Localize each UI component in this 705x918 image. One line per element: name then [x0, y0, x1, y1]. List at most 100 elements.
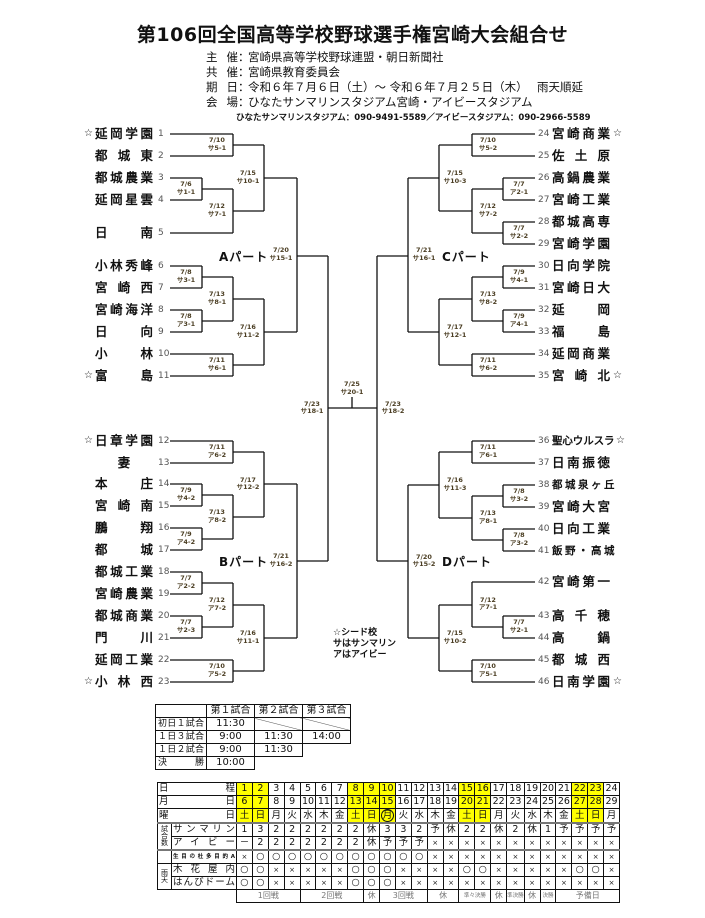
venue-cell: ×: [490, 849, 508, 864]
circled-weekday: 月: [380, 809, 394, 822]
weekday-cell: 月: [267, 808, 285, 824]
info-colon: ：: [238, 95, 250, 109]
games-cell: 2: [331, 836, 349, 851]
empty-cell: [303, 757, 351, 770]
weekday-cell: 火: [394, 808, 412, 824]
match-code: サ2-2: [509, 231, 529, 240]
team-number: 43: [538, 611, 550, 621]
team-number: 46: [538, 677, 550, 687]
team-number: 32: [538, 305, 550, 315]
games-cell: 2: [315, 822, 333, 837]
info-colon: ：: [238, 65, 250, 79]
team-name: 日南: [95, 225, 153, 240]
games-cell: 3: [251, 822, 269, 837]
match-code: サ16-1: [412, 253, 436, 262]
team-number: 12: [158, 436, 170, 446]
seed-star-icon: ☆: [613, 676, 622, 687]
venue-cell: ×: [490, 876, 508, 890]
team-name: 宮崎日大: [552, 280, 610, 295]
schedule-row: はんびドーム○○×××××○○○××××××××××××××: [158, 876, 620, 890]
team-name: 宮崎西: [95, 280, 153, 295]
time-cell: 9:00: [206, 743, 255, 757]
empty-cell: [254, 717, 303, 731]
date-cell: 15: [379, 795, 396, 809]
team-name: 都城高専: [552, 214, 610, 229]
date-cell: 27: [571, 795, 589, 809]
match-code: ア6-1: [478, 450, 498, 459]
games-cell: ×: [506, 836, 525, 851]
day-cell: 3: [267, 782, 285, 796]
team-number: 42: [538, 577, 550, 587]
phase-cell: 2回戦: [299, 889, 365, 903]
games-cell: ×: [458, 836, 476, 851]
time-cell: 9:00: [206, 730, 255, 744]
team-number: 27: [538, 195, 550, 205]
weekday-cell: 火: [506, 808, 525, 824]
match-code: ア4-2: [176, 537, 196, 546]
match-date: 7/17: [447, 323, 463, 331]
match-code: サ11-1: [236, 636, 260, 645]
venue-cell: ×: [299, 876, 317, 890]
date-cell: 25: [539, 795, 557, 809]
team-number: 17: [158, 545, 170, 555]
info-value: ひなたサンマリンスタジアム宮崎・アイビースタジアム: [248, 95, 533, 109]
team-number: 20: [158, 611, 170, 621]
match-code: サ15-2: [412, 560, 436, 568]
team-name: 延岡商業: [552, 346, 610, 361]
team-number: 9: [158, 327, 164, 337]
venue-cell: ○: [571, 863, 589, 877]
venue-cell: ×: [490, 863, 508, 877]
row-label: 木花屋内: [171, 863, 237, 877]
weekday-cell: 木: [315, 808, 333, 824]
match-code: サ8-2: [478, 297, 498, 306]
date-cell: 26: [555, 795, 573, 809]
day-cell: 6: [315, 782, 333, 796]
part-c-label: Cパート: [442, 250, 491, 264]
info-label: 会場: [206, 95, 238, 109]
match-code: サ20-1: [340, 387, 364, 396]
match-code: ア3-1: [176, 319, 196, 328]
team-name: 小林: [95, 346, 153, 361]
games-cell: 予: [587, 822, 605, 837]
info-label: 主催: [206, 50, 238, 64]
games-cell: 3: [379, 822, 396, 837]
venue-cell: ○: [458, 863, 476, 877]
day-cell: 22: [571, 782, 589, 796]
match-code: ア8-1: [478, 516, 498, 525]
legend: ☆シード校 サはサンマリン アはアイビー: [333, 628, 396, 661]
games-cell: 1: [539, 822, 557, 837]
venue-cell: ×: [603, 849, 620, 864]
date-cell: 18: [426, 795, 444, 809]
match-code: ア8-2: [207, 515, 227, 524]
venue-cell: ×: [523, 849, 541, 864]
weekday-cell: 土: [571, 808, 589, 824]
date-cell: 12: [331, 795, 349, 809]
info-value: 宮崎県高等学校野球連盟・朝日新聞社: [248, 50, 444, 64]
team-number: 28: [538, 217, 550, 227]
time-cell: 14:00: [302, 730, 351, 744]
team-name: 佐土原: [552, 148, 610, 163]
match-code: サ5-2: [478, 143, 498, 152]
team-name: 富島: [95, 368, 153, 383]
venue-cell: ×: [394, 876, 412, 890]
venue-cell: ×: [410, 863, 428, 877]
match-date: 7/13: [480, 290, 496, 298]
match-date: 7/8: [513, 487, 525, 495]
seed-star-icon: ☆: [84, 370, 93, 381]
time-cell: 11:30: [254, 743, 303, 757]
